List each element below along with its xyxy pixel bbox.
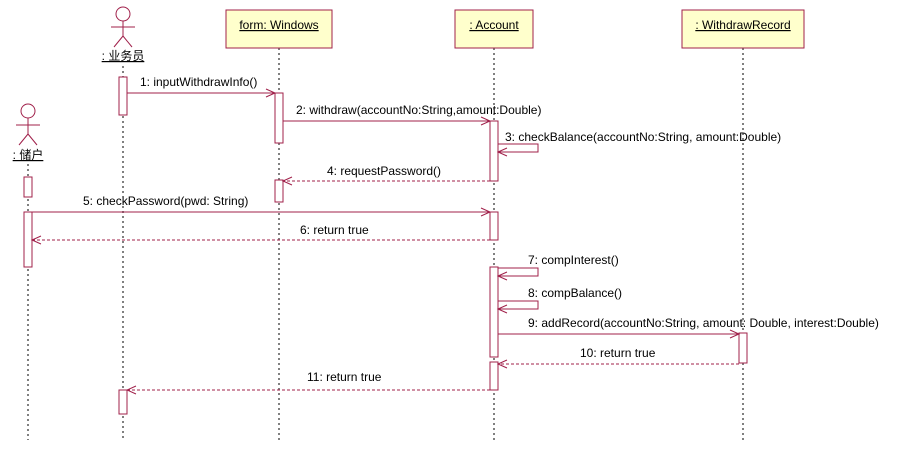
salesman-activation xyxy=(118,76,128,116)
message-5: 5: checkPassword(pwd: String) xyxy=(32,194,492,217)
account-activation xyxy=(489,211,499,241)
message-2: 2: withdraw(accountNo:String,amount:Doub… xyxy=(283,103,541,126)
form-label: form: Windows xyxy=(239,18,318,32)
salesman-activation xyxy=(118,389,128,415)
record-object-box: : WithdrawRecord xyxy=(681,9,805,49)
salesman-actor-icon xyxy=(111,6,135,48)
customer-label: : 储户 xyxy=(13,147,44,162)
message-10-label: 10: return true xyxy=(580,346,656,360)
message-4: 4: requestPassword() xyxy=(281,164,490,186)
account-object-box: : Account xyxy=(454,9,534,49)
message-3: 3: checkBalance(accountNo:String, amount… xyxy=(496,130,781,157)
message-6: 6: return true xyxy=(30,223,490,245)
message-11-label: 11: return true xyxy=(307,370,382,384)
message-9-label: 9: addRecord(accountNo:String, amount: D… xyxy=(528,316,879,330)
message-3-label: 3: checkBalance(accountNo:String, amount… xyxy=(505,130,781,144)
message-7-label: 7: compInterest() xyxy=(528,253,619,267)
message-2-label: 2: withdraw(accountNo:String,amount:Doub… xyxy=(296,103,541,117)
form-activation xyxy=(274,92,284,144)
message-1-label: 1: inputWithdrawInfo() xyxy=(140,75,257,89)
account-activation xyxy=(489,120,499,182)
customer-actor-icon xyxy=(16,103,40,146)
record-label: : WithdrawRecord xyxy=(695,18,790,32)
record-activation xyxy=(738,332,748,364)
message-8-label: 8: compBalance() xyxy=(528,286,622,300)
form-activation xyxy=(274,179,284,203)
message-8: 8: compBalance() xyxy=(496,286,622,314)
message-11: 11: return true xyxy=(125,370,490,395)
customer-activation xyxy=(23,176,33,198)
message-6-label: 6: return true xyxy=(300,223,369,237)
message-10: 10: return true xyxy=(496,346,739,369)
message-9: 9: addRecord(accountNo:String, amount: D… xyxy=(498,316,879,339)
account-label: : Account xyxy=(469,18,519,32)
customer-activation xyxy=(23,211,33,268)
message-4-label: 4: requestPassword() xyxy=(327,164,441,178)
message-1: 1: inputWithdrawInfo() xyxy=(127,75,277,98)
account-activation xyxy=(489,266,499,358)
account-activation xyxy=(489,361,499,391)
message-5-label: 5: checkPassword(pwd: String) xyxy=(83,194,248,208)
form-object-box: form: Windows xyxy=(225,9,333,49)
salesman-label: : 业务员 xyxy=(102,48,145,63)
message-7: 7: compInterest() xyxy=(496,253,619,281)
